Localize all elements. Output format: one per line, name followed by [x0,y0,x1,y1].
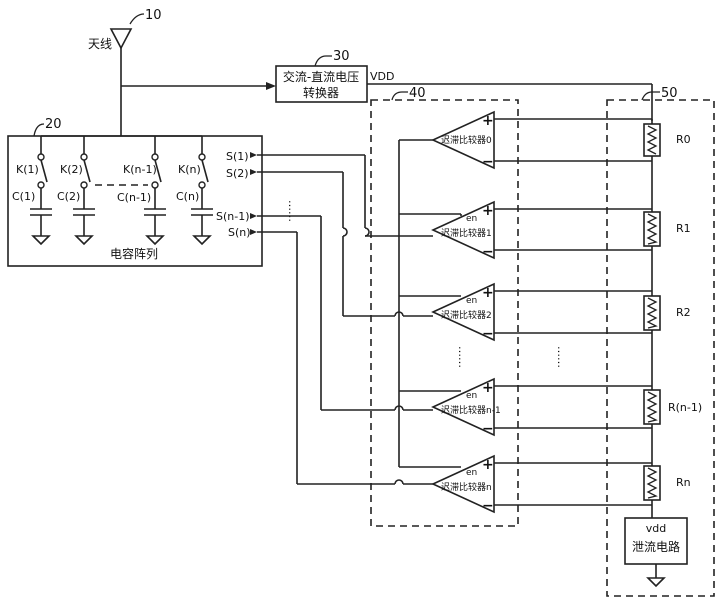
resistor-ref-leader [641,91,660,101]
comparator0-minus: − [482,154,494,170]
switch-label-1: K(1) [16,163,39,176]
converter-label-line2: 转换器 [303,85,339,100]
cap-array-ref-leader [33,123,45,137]
comparator-ref: 40 [409,86,426,101]
resistor-rn-1: R(n-1) [643,389,702,425]
comparator2-enable: en [466,296,477,306]
comparator1-plus: + [482,203,494,219]
switch-cap-cell-1: K(1) C(1) [12,136,52,246]
converter-ref-leader [314,55,332,67]
switch-cap-cell-n-1: K(n-1) C(n-1) [117,136,166,246]
comparator2-label: 迟滞比较器2 [441,309,492,321]
comparator2-minus: − [482,326,494,342]
comparatorn-1-plus: + [482,380,494,396]
resistor-r1: R1 [643,211,691,247]
comparator2-plus: + [482,285,494,301]
output-label-s1: S(1) [226,150,249,163]
comparatorn-1-minus: − [482,421,494,437]
antenna: 10 天线 [88,8,162,136]
comparator0-plus: + [482,113,494,129]
hysteresis-comparator-1: + − en 迟滞比较器1 [399,200,495,260]
bleeder-label: 泄流电路 [632,539,680,554]
comparator1-enable: en [466,214,477,224]
comparatorn-plus: + [482,457,494,473]
hysteresis-comparator-n-1: + − en 迟滞比较器n-1 [399,377,501,437]
comparator0-label: 迟滞比较器0 [441,134,492,146]
cap-array-ref: 20 [45,117,62,132]
ground-icon [646,577,666,588]
capacitor-array-box [7,135,263,267]
cap-label-1: C(1) [12,190,35,203]
converter-ref: 30 [333,49,350,64]
comparator1-minus: − [482,244,494,260]
hysteresis-comparator-0: + − 迟滞比较器0 [399,110,495,170]
antenna-label: 天线 [88,37,112,51]
switch-cap-cell-2: K(2) C(2) [57,136,95,246]
converter-label-line1: 交流-直流电压 [283,69,359,84]
resistor-ref: 50 [661,86,678,101]
antenna-ref: 10 [145,8,162,23]
comparator-ladder-wires: …… [494,118,652,506]
comparator-ref-leader [391,91,408,101]
switch-label-n: K(n) [178,163,201,176]
output-label-sn: S(n) [228,226,251,239]
resistor-rn: Rn [643,465,691,501]
comparatorn-1-enable: en [466,391,477,401]
resistor-r1-label: R1 [676,222,691,235]
ac-dc-converter: 交流-直流电压 转换器 30 VDD [275,49,394,103]
comparatorn-1-label: 迟滞比较器n-1 [441,404,501,416]
bleeder-circuit: vdd 泄流电路 [624,517,688,588]
resistor-block: 50 R0 R1 R2 R(n-1) [606,86,715,597]
resistor-r2-label: R2 [676,306,691,319]
resistor-block-boundary [606,99,715,597]
antenna-ref-leader [129,13,145,25]
switch-label-n-1: K(n-1) [123,163,157,176]
cap-label-n-1: C(n-1) [117,191,151,204]
switch-cap-cell-n: K(n) C(n) [176,136,213,246]
antenna-symbol [109,28,133,50]
comparatorn-enable: en [466,468,477,478]
comparatorn-minus: − [482,498,494,514]
s-output-wires [250,152,433,485]
resistor-rn-1-label: R(n-1) [668,401,702,414]
capacitor-array: 20 K(1) C(1) K(2) C [7,117,299,267]
hysteresis-comparator-n: + − en 迟滞比较器n [399,454,495,514]
comparatorn-label: 迟滞比较器n [441,481,492,493]
wires-ellipsis: …… [555,346,568,368]
cap-label-2: C(2) [57,190,80,203]
comparator-block-boundary [370,99,519,527]
comparator1-label: 迟滞比较器1 [441,227,492,239]
outputs-ellipsis: …… [286,200,299,222]
output-label-s2: S(2) [226,167,249,180]
resistor-r2: R2 [643,295,691,331]
resistor-r0-label: R0 [676,133,691,146]
bleeder-vdd-label: vdd [646,522,666,535]
switch-label-2: K(2) [60,163,83,176]
resistor-rn-label: Rn [676,476,691,489]
comparator-block: 40 + − 迟滞比较器0 + − en 迟滞比较器1 + − en 迟滞比较器 [370,86,519,527]
resistor-r0: R0 [643,123,691,157]
cap-array-label: 电容阵列 [110,246,158,261]
comparators-ellipsis: …… [456,346,469,368]
vdd-label: VDD [370,70,394,83]
cap-label-n: C(n) [176,190,199,203]
hysteresis-comparator-2: + − en 迟滞比较器2 [399,282,495,342]
output-label-sn-1: S(n-1) [216,210,250,223]
